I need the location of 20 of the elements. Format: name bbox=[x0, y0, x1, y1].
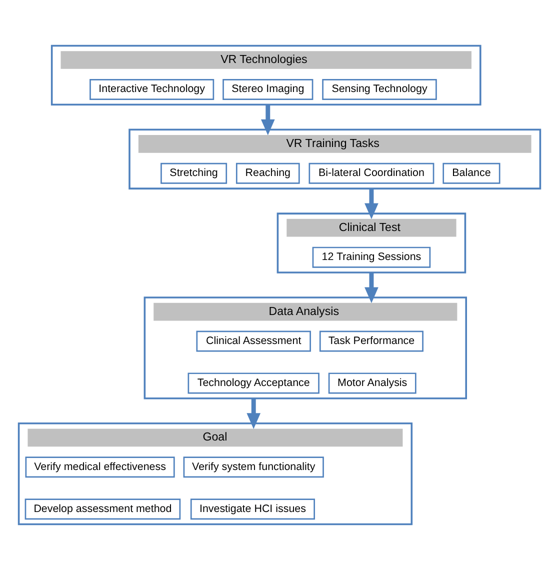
arrow bbox=[260, 104, 275, 136]
node-box: Sensing Technology bbox=[322, 78, 437, 100]
arrow bbox=[246, 398, 261, 429]
node-box: Verify medical effectiveness bbox=[25, 456, 175, 478]
node-box: Clinical Assessment bbox=[196, 330, 311, 352]
node-box: Motor Analysis bbox=[328, 372, 416, 394]
node-box: 12 Training Sessions bbox=[312, 246, 431, 268]
node-box: Verify system functionality bbox=[183, 456, 324, 478]
node-box: Investigate HCI issues bbox=[190, 498, 315, 520]
node-box: Balance bbox=[442, 162, 500, 184]
arrow bbox=[364, 272, 378, 304]
node-box: Bi-lateral Coordination bbox=[308, 162, 434, 184]
node-box: Stretching bbox=[160, 162, 228, 184]
node-box: Task Performance bbox=[319, 330, 424, 352]
node-box: Reaching bbox=[236, 162, 300, 184]
arrow bbox=[364, 188, 378, 220]
node-box: Stereo Imaging bbox=[222, 78, 314, 100]
node-box: Develop assessment method bbox=[24, 498, 181, 520]
node-box: Interactive Technology bbox=[90, 78, 214, 100]
node-box: Technology Acceptance bbox=[188, 372, 320, 394]
